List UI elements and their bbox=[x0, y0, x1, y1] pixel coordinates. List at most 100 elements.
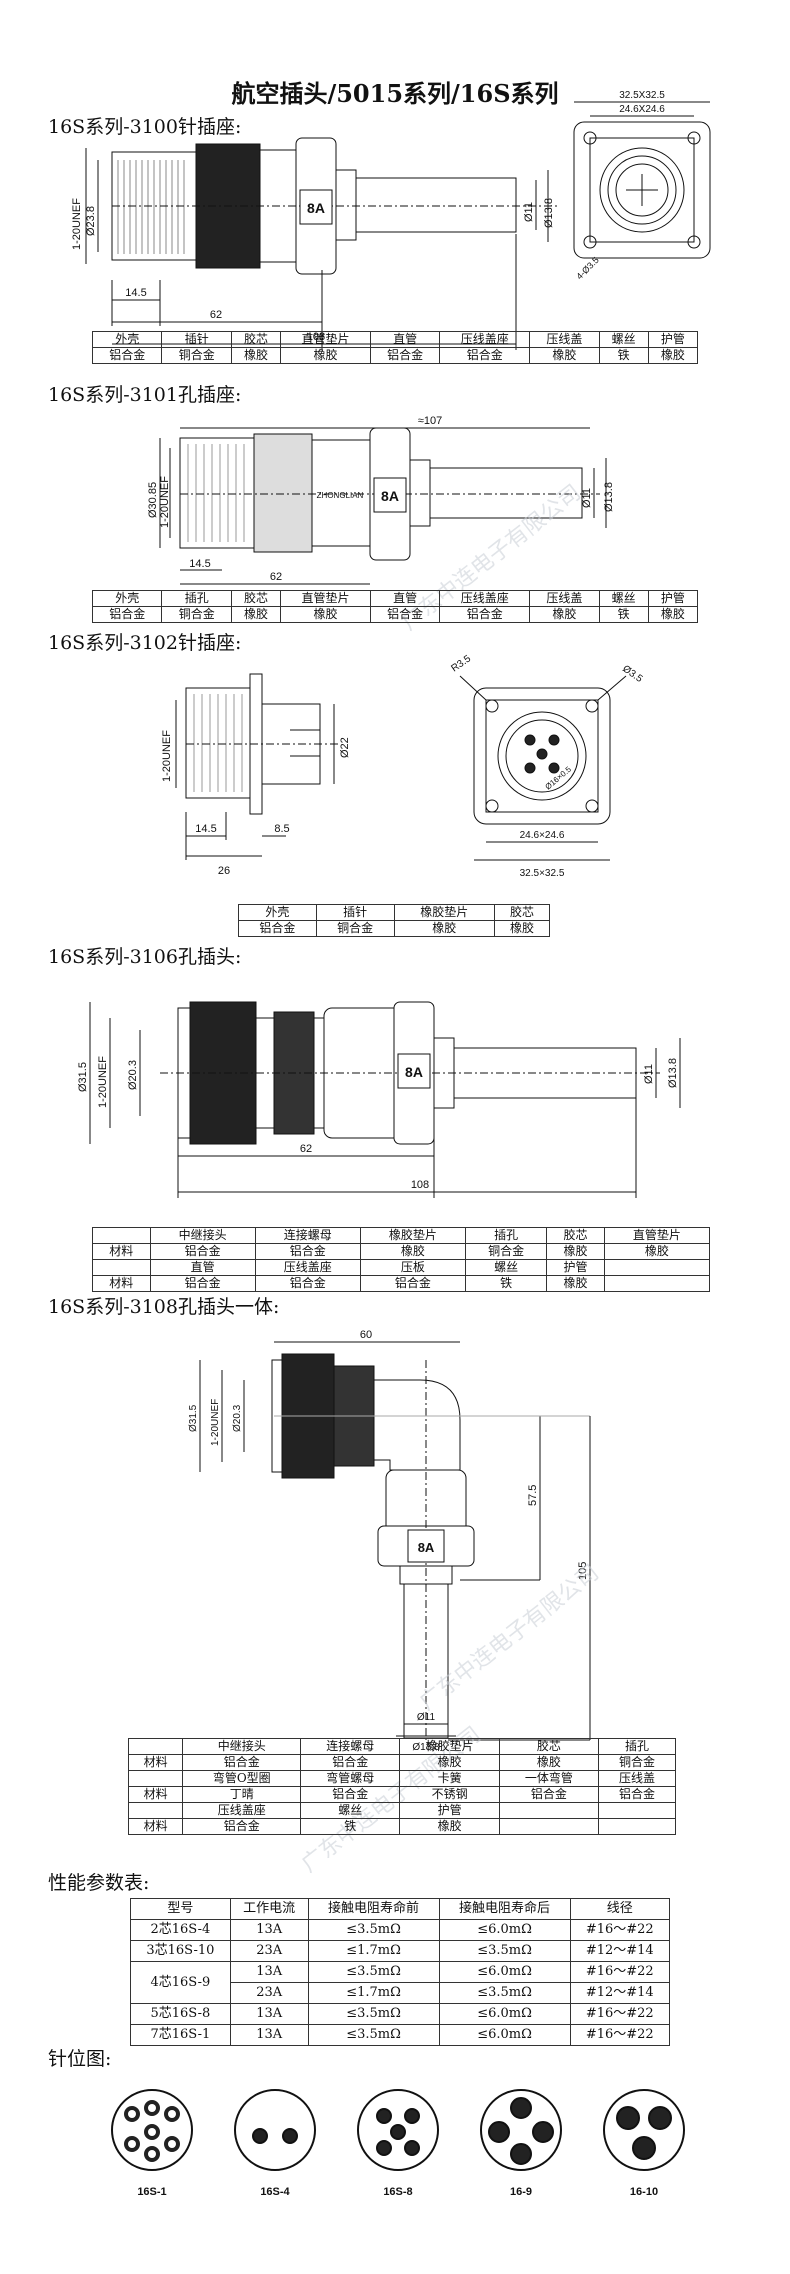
table-cell: ≤3.5mΩ bbox=[307, 2003, 440, 2025]
len1-3100: 14.5 bbox=[125, 287, 146, 299]
thread-3106: 1-20UNEF bbox=[97, 1056, 109, 1108]
table-cell: 橡胶 bbox=[493, 920, 551, 937]
d138-3100: Ø13.8 bbox=[543, 198, 555, 228]
brand-3101: ZHONGLIAN bbox=[317, 491, 364, 500]
table-cell: #16～#22 bbox=[569, 1961, 671, 1983]
table-cell: #12～#14 bbox=[569, 1940, 671, 1962]
section-3102-title: 16S系列-3102针插座: bbox=[48, 632, 242, 654]
dia-label-3100: Ø23.8 bbox=[85, 206, 97, 236]
pin-caption-16s-8: 16S-8 bbox=[383, 2186, 413, 2198]
d11-3100: Ø11 bbox=[523, 202, 535, 222]
table-cell: 5芯16S-8 bbox=[130, 2003, 231, 2025]
table-cell: 铝合金 bbox=[369, 606, 441, 623]
table-cell: 铝合金 bbox=[182, 1818, 302, 1835]
table-cell: 护管 bbox=[399, 1802, 500, 1819]
d11-3101: Ø11 bbox=[581, 488, 593, 508]
table-cell: 护管 bbox=[647, 331, 699, 348]
table-cell: 材料 bbox=[92, 1275, 151, 1292]
table-cell: 外壳 bbox=[91, 331, 163, 348]
table-cell: 13A bbox=[229, 2003, 309, 2025]
table-cell: 橡胶垫片 bbox=[393, 904, 495, 921]
table-cell: 铜合金 bbox=[464, 1243, 548, 1260]
table-cell: 插孔 bbox=[464, 1227, 548, 1244]
section-pins-title: 针位图: bbox=[48, 2048, 112, 2070]
table-cell bbox=[603, 1275, 711, 1292]
table-cell: 护管 bbox=[546, 1259, 605, 1276]
thread-3102: 1-20UNEF bbox=[161, 730, 173, 782]
materials-table-3102: 外壳插针橡胶垫片胶芯 铝合金铜合金橡胶橡胶 bbox=[238, 904, 551, 937]
l575-3108: 57.5 bbox=[527, 1485, 539, 1506]
table-cell: 橡胶垫片 bbox=[399, 1738, 500, 1755]
table-cell bbox=[127, 1738, 184, 1755]
pin-caption-16-9: 16-9 bbox=[509, 2186, 533, 2198]
table-cell: 插孔 bbox=[598, 1738, 676, 1755]
table-cell: ≤3.5mΩ bbox=[438, 1940, 571, 1962]
table-cell: 接触电阻寿命前 bbox=[307, 1898, 440, 1920]
table-cell: ≤1.7mΩ bbox=[307, 1982, 440, 2004]
table-cell: 铁 bbox=[598, 606, 649, 623]
pin-caption-16s-4: 16S-4 bbox=[260, 2186, 290, 2198]
table-cell bbox=[598, 1818, 676, 1835]
table-cell: 铝合金 bbox=[91, 606, 163, 623]
table-cell: 23A bbox=[229, 1940, 309, 1962]
l108-3106: 108 bbox=[411, 1179, 429, 1191]
table-cell: ≤6.0mΩ bbox=[438, 2003, 571, 2025]
table-cell: 铝合金 bbox=[300, 1754, 401, 1771]
table-cell: 铝合金 bbox=[238, 920, 317, 937]
table-cell: 直管 bbox=[369, 331, 441, 348]
table-cell: ≤6.0mΩ bbox=[438, 1961, 571, 1983]
table-cell: 橡胶 bbox=[529, 606, 600, 623]
table-cell: ≤1.7mΩ bbox=[307, 1940, 440, 1962]
table-cell: ≤3.5mΩ bbox=[307, 1961, 440, 1983]
drawing-3106: 8A Ø31.5 1-20UNEF Ø20.3 62 108 Ø11 Ø13.8 bbox=[77, 1001, 681, 1198]
table-cell: 橡胶 bbox=[546, 1243, 605, 1260]
table-cell: 橡胶 bbox=[399, 1818, 500, 1835]
table-cell: 铝合金 bbox=[439, 606, 531, 623]
table-cell: 压线盖座 bbox=[254, 1259, 361, 1276]
table-cell: ≤3.5mΩ bbox=[307, 1919, 440, 1941]
mark-8a-3101: 8A bbox=[381, 488, 399, 504]
table-cell: 线径 bbox=[569, 1898, 671, 1920]
drawing-3101: 8A ZHONGLIAN ≈107 Ø30.85 1-20UNEF 14.5 6… bbox=[147, 415, 615, 585]
table-cell: 橡胶 bbox=[647, 347, 699, 364]
table-cell: 外壳 bbox=[238, 904, 317, 921]
table-cell: 铝合金 bbox=[254, 1243, 361, 1260]
pin-caption-16s-1: 16S-1 bbox=[137, 2186, 167, 2198]
table-cell: 铝合金 bbox=[369, 347, 441, 364]
table-cell: 橡胶 bbox=[359, 1243, 466, 1260]
l60-3108: 60 bbox=[360, 1329, 372, 1341]
table-cell: 23A bbox=[229, 1982, 309, 2004]
len1-3101: 14.5 bbox=[189, 558, 210, 570]
table-cell: 工作电流 bbox=[229, 1898, 309, 1920]
d11-3108: Ø11 bbox=[417, 1712, 436, 1723]
table-cell: 连接螺母 bbox=[300, 1738, 401, 1755]
d315-3108: Ø31.5 bbox=[188, 1404, 199, 1432]
table-cell: 橡胶 bbox=[603, 1243, 711, 1260]
table-cell: 胶芯 bbox=[498, 1738, 600, 1755]
table-cell: 4芯16S-9 bbox=[130, 1961, 231, 2004]
materials-table-3108: 中继接头连接螺母橡胶垫片胶芯插孔 材料铝合金铝合金橡胶橡胶铜合金 弯管O型圈弯管… bbox=[127, 1738, 676, 1835]
table-cell bbox=[127, 1802, 184, 1819]
table-cell: 橡胶 bbox=[399, 1754, 500, 1771]
materials-table-3100: 外壳插针胶芯直管垫片直管压线盖座压线盖螺丝护管 铝合金铜合金橡胶橡胶铝合金铝合金… bbox=[91, 331, 699, 364]
sq2-3100: 24.6X24.6 bbox=[619, 104, 665, 115]
table-cell: 材料 bbox=[127, 1786, 184, 1803]
table-cell: 外壳 bbox=[91, 590, 163, 607]
table-cell: 压线盖 bbox=[598, 1770, 676, 1787]
table-cell: 橡胶 bbox=[280, 347, 371, 364]
table-cell: 铜合金 bbox=[598, 1754, 676, 1771]
table-cell: 橡胶 bbox=[230, 347, 282, 364]
table-cell: 铁 bbox=[598, 347, 649, 364]
table-cell: ≤6.0mΩ bbox=[438, 1919, 571, 1941]
drawing-3102: 1-20UNEF Ø22 14.5 8.5 26 R3.5 Ø3.5 24.6×… bbox=[161, 653, 645, 879]
table-cell: 铝合金 bbox=[149, 1243, 256, 1260]
table-cell bbox=[603, 1259, 711, 1276]
table-cell: 压线盖 bbox=[529, 331, 600, 348]
table-cell: 压线盖 bbox=[529, 590, 600, 607]
table-cell: 铜合金 bbox=[315, 920, 395, 937]
table-cell: 7芯16S-1 bbox=[130, 2024, 231, 2046]
table-cell: 铜合金 bbox=[161, 347, 232, 364]
table-cell: 压线盖座 bbox=[439, 331, 531, 348]
sq2-3102: 32.5×32.5 bbox=[520, 868, 565, 879]
table-cell: 铝合金 bbox=[598, 1786, 676, 1803]
